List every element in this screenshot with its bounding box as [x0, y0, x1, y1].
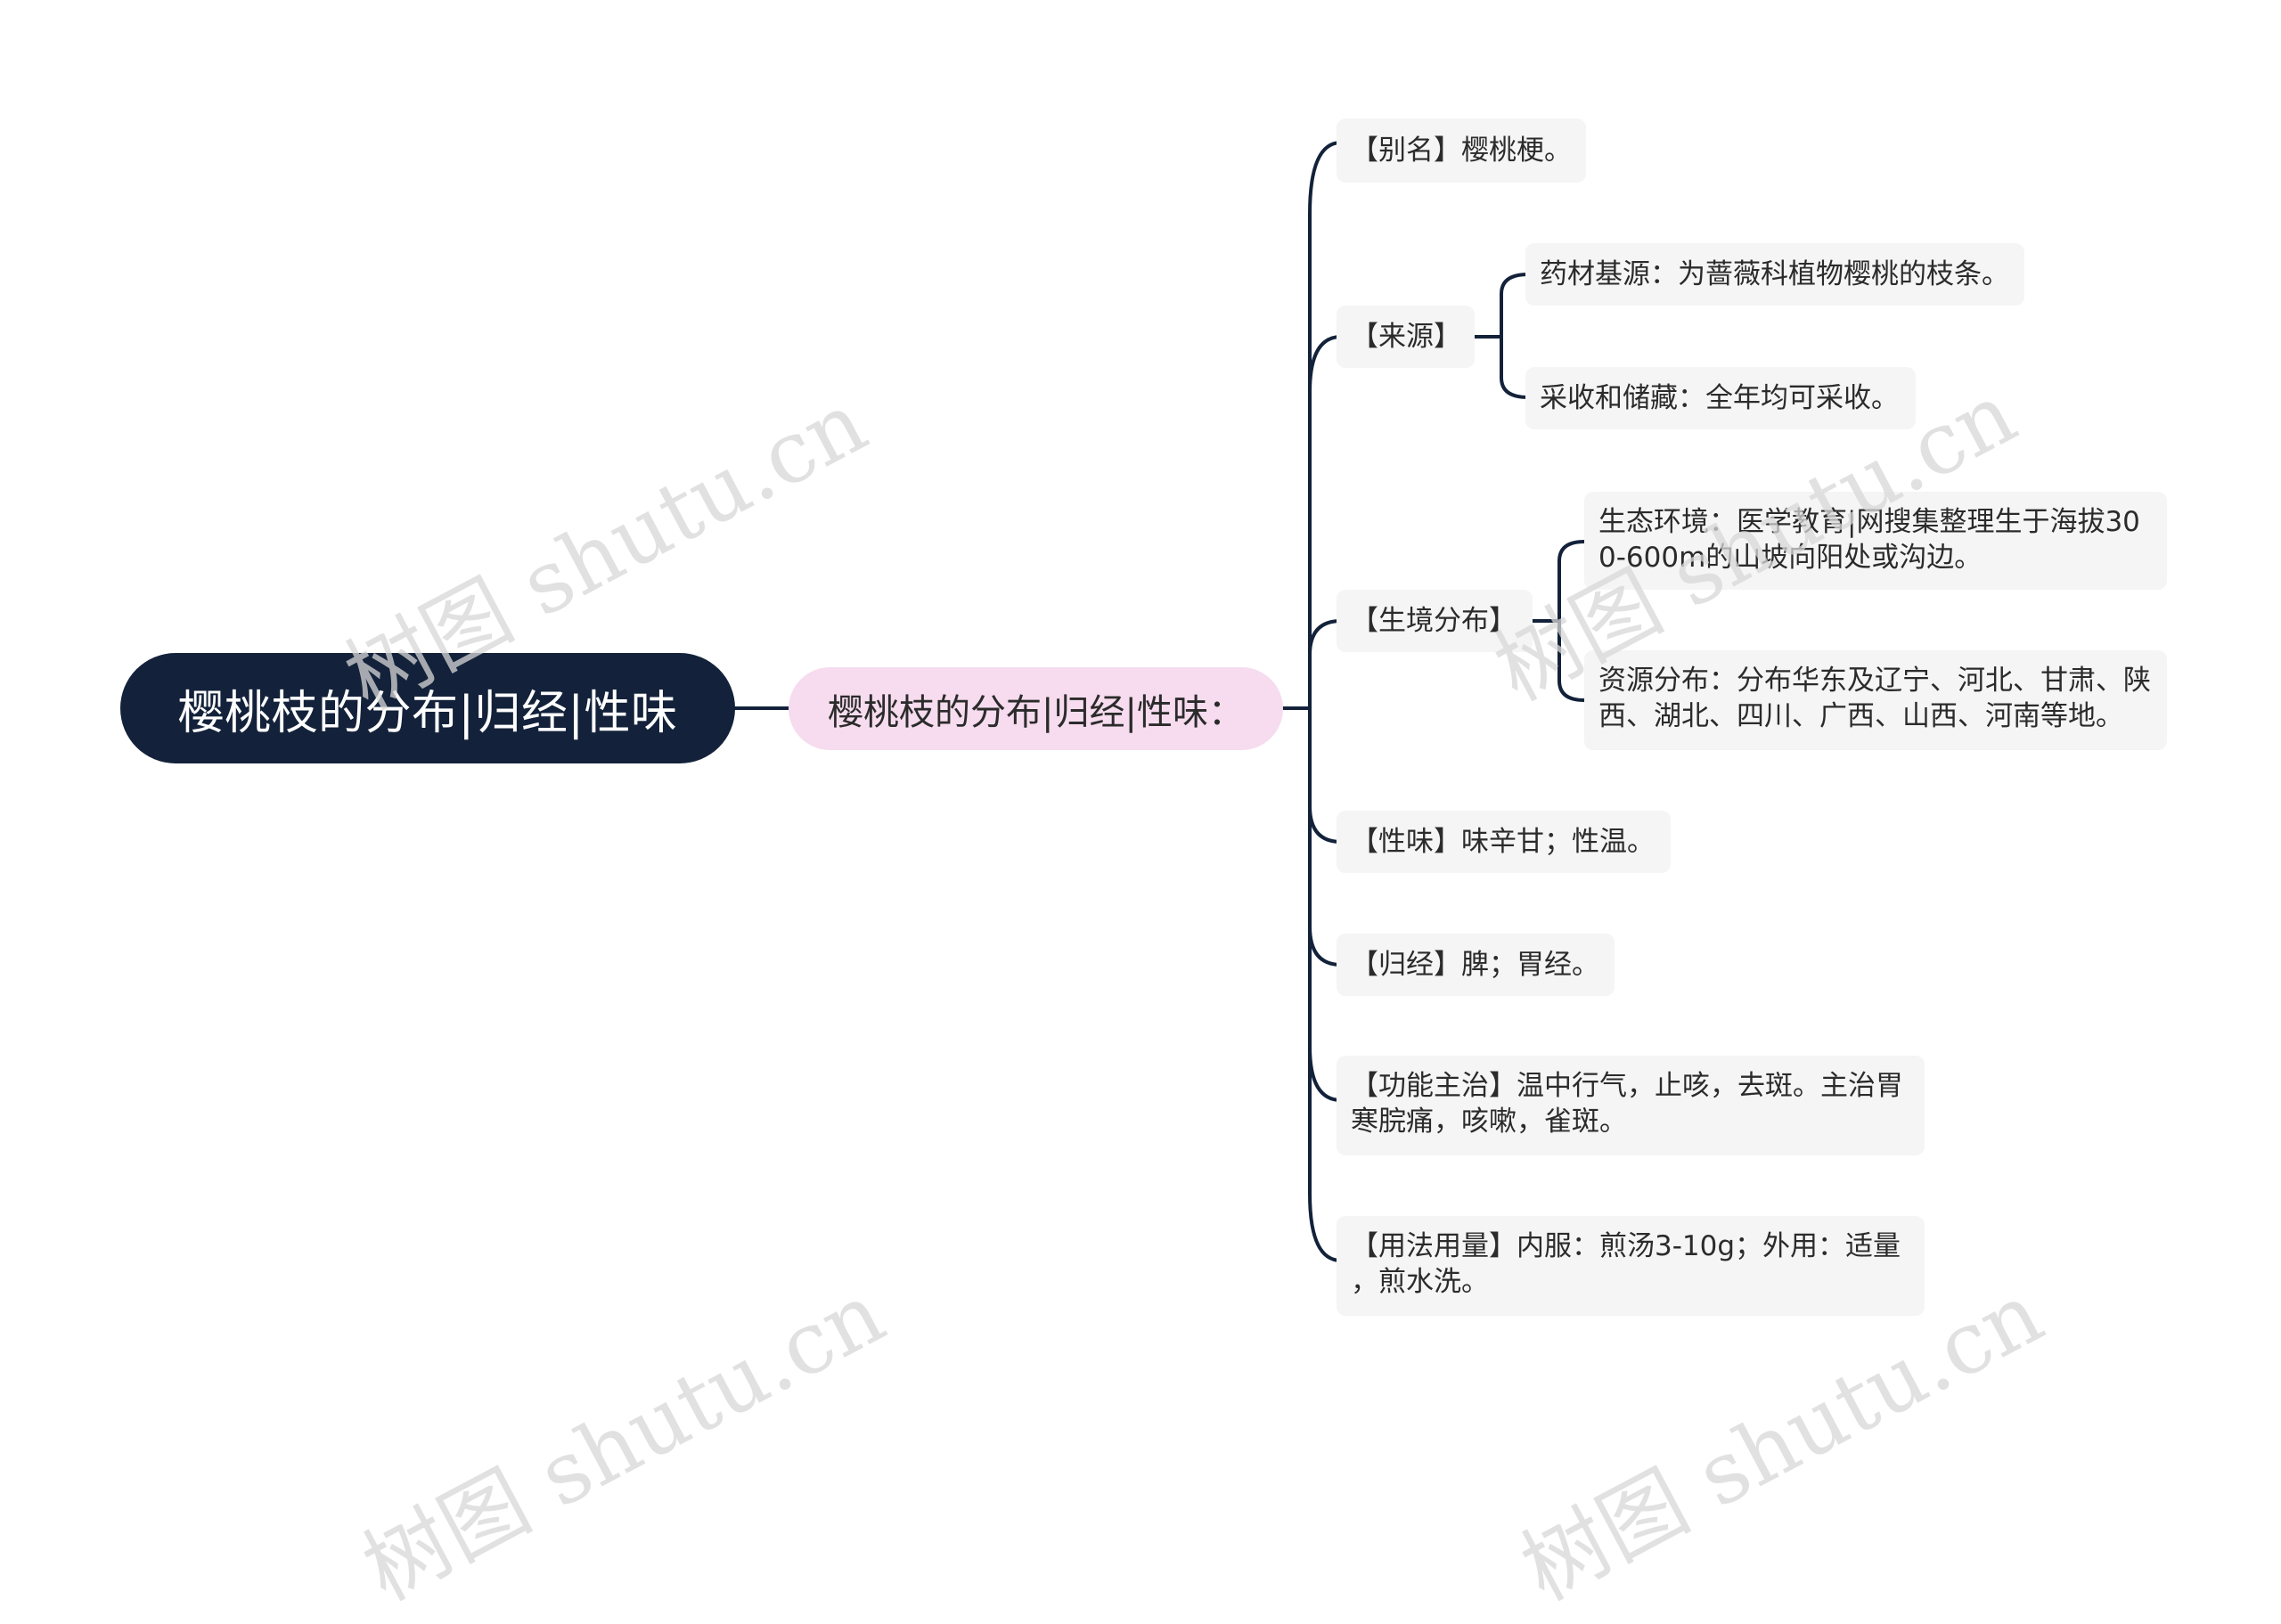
- link-function: [1308, 706, 1343, 1102]
- habitat-child-1-line-1: 生态环境：医学教育|网搜集整理生于海拔30: [1598, 506, 2140, 538]
- source-child-2-label: 采收和储藏：全年均可采收。: [1540, 382, 1899, 414]
- function-line-2: 寒脘痛，咳嗽，雀斑。: [1351, 1106, 1627, 1138]
- connector-lines: [733, 141, 1586, 1262]
- link-alias: [1308, 141, 1343, 710]
- taste-label: 【性味】味辛甘；性温。: [1351, 826, 1655, 858]
- habitat-child-1-line-2: 0-600m的山坡向阳处或沟边。: [1598, 542, 1983, 574]
- habitat-child-1[interactable]: 生态环境：医学教育|网搜集整理生于海拔30 0-600m的山坡向阳处或沟边。: [1584, 492, 2167, 590]
- source-label: 【来源】: [1351, 321, 1461, 353]
- dosage-line-1: 【用法用量】内服：煎汤3-10g；外用：适量: [1351, 1230, 1901, 1262]
- alias-node[interactable]: 【别名】樱桃梗。: [1337, 118, 1586, 183]
- taste-node[interactable]: 【性味】味辛甘；性温。: [1337, 811, 1671, 873]
- habitat-node[interactable]: 【生境分布】: [1337, 590, 1533, 652]
- link-source-child-1: [1500, 273, 1530, 339]
- function-line-1: 【功能主治】温中行气，止咳，去斑。主治胃: [1351, 1070, 1903, 1102]
- meridian-label: 【归经】脾；胃经。: [1351, 949, 1599, 981]
- link-dosage: [1308, 706, 1343, 1262]
- habitat-child-2[interactable]: 资源分布：分布华东及辽宁、河北、甘肃、陕 西、湖北、四川、广西、山西、河南等地。: [1584, 650, 2167, 750]
- source-child-1[interactable]: 药材基源：为蔷薇科植物樱桃的枝条。: [1525, 243, 2024, 306]
- link-habitat-child-1: [1557, 540, 1586, 623]
- source-child-2[interactable]: 采收和储藏：全年均可采收。: [1525, 367, 1916, 429]
- link-source-child-2: [1500, 335, 1530, 399]
- dosage-line-2: ，煎水洗。: [1351, 1266, 1489, 1298]
- dosage-node[interactable]: 【用法用量】内服：煎汤3-10g；外用：适量 ，煎水洗。: [1337, 1216, 1925, 1316]
- mind-map: 樱桃枝的分布|归经|性味 樱桃枝的分布|归经|性味： 【别名】樱桃梗。 【来源】…: [120, 118, 2167, 1620]
- source-child-1-label: 药材基源：为蔷薇科植物樱桃的枝条。: [1540, 258, 2009, 290]
- habitat-child-2-line-1: 资源分布：分布华东及辽宁、河北、甘肃、陕: [1598, 665, 2151, 697]
- topic-node[interactable]: 樱桃枝的分布|归经|性味：: [789, 667, 1283, 750]
- habitat-child-2-line-2: 西、湖北、四川、广西、山西、河南等地。: [1598, 700, 2123, 732]
- function-node[interactable]: 【功能主治】温中行气，止咳，去斑。主治胃 寒脘痛，咳嗽，雀斑。: [1337, 1056, 1925, 1155]
- link-habitat-child-2: [1557, 619, 1586, 702]
- source-node[interactable]: 【来源】: [1337, 306, 1475, 368]
- habitat-label: 【生境分布】: [1351, 605, 1517, 637]
- link-habitat: [1308, 619, 1343, 710]
- alias-label: 【别名】樱桃梗。: [1351, 135, 1572, 167]
- meridian-node[interactable]: 【归经】脾；胃经。: [1337, 934, 1615, 996]
- root-node[interactable]: 樱桃枝的分布|归经|性味: [120, 653, 735, 763]
- link-source: [1308, 335, 1343, 710]
